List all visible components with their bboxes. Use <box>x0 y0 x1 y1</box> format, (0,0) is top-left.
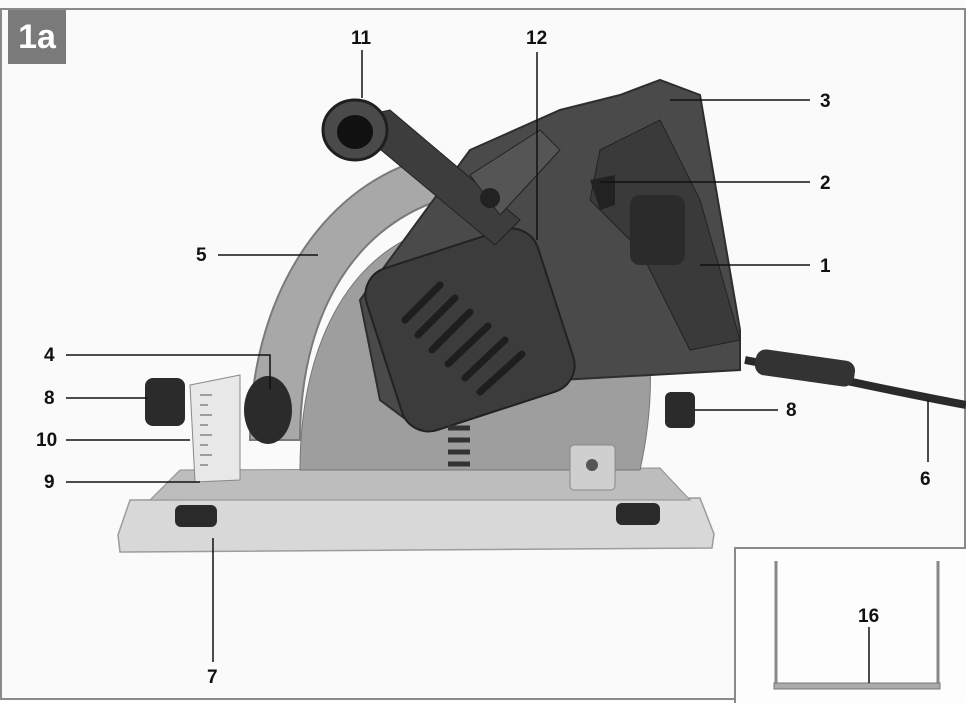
inset-part-16-illustration <box>773 561 941 690</box>
callout-3: 3 <box>820 91 831 112</box>
callout-12: 12 <box>526 28 548 49</box>
base-plate-top <box>148 467 692 501</box>
lever-pivot <box>480 188 500 208</box>
callout-7: 7 <box>207 667 218 688</box>
base-plate <box>117 497 715 553</box>
dust-port-inner <box>337 115 373 149</box>
base-foot-right <box>616 503 660 525</box>
callout-9: 9 <box>44 472 55 493</box>
motor-housing <box>364 227 576 433</box>
motor-vents <box>401 281 526 396</box>
callout-6: 6 <box>920 469 931 490</box>
callout-8-right: 8 <box>786 400 797 421</box>
figure-frame <box>0 8 966 700</box>
callout-10: 10 <box>36 430 58 451</box>
bevel-knob-left <box>145 378 185 426</box>
handle-grip <box>630 195 685 265</box>
callout-leaders <box>66 50 929 662</box>
base-foot-left <box>175 505 217 527</box>
bevel-knob-right <box>665 392 695 428</box>
callout-16: 16 <box>858 606 880 627</box>
depth-spring <box>448 425 470 467</box>
depth-knob-4 <box>244 376 292 444</box>
callout-1: 1 <box>820 256 831 277</box>
inset-panel: 16 <box>734 547 966 703</box>
callout-8-left: 8 <box>44 388 55 409</box>
figure-tag: 1a <box>8 10 66 64</box>
cord-sleeve <box>754 349 856 387</box>
bevel-scale-ticks <box>200 394 212 466</box>
callout-5: 5 <box>196 245 207 266</box>
callout-11: 11 <box>351 28 372 49</box>
callout-4: 4 <box>44 345 55 366</box>
callout-2: 2 <box>820 173 831 194</box>
trigger <box>590 175 615 210</box>
bevel-scale <box>189 374 241 483</box>
